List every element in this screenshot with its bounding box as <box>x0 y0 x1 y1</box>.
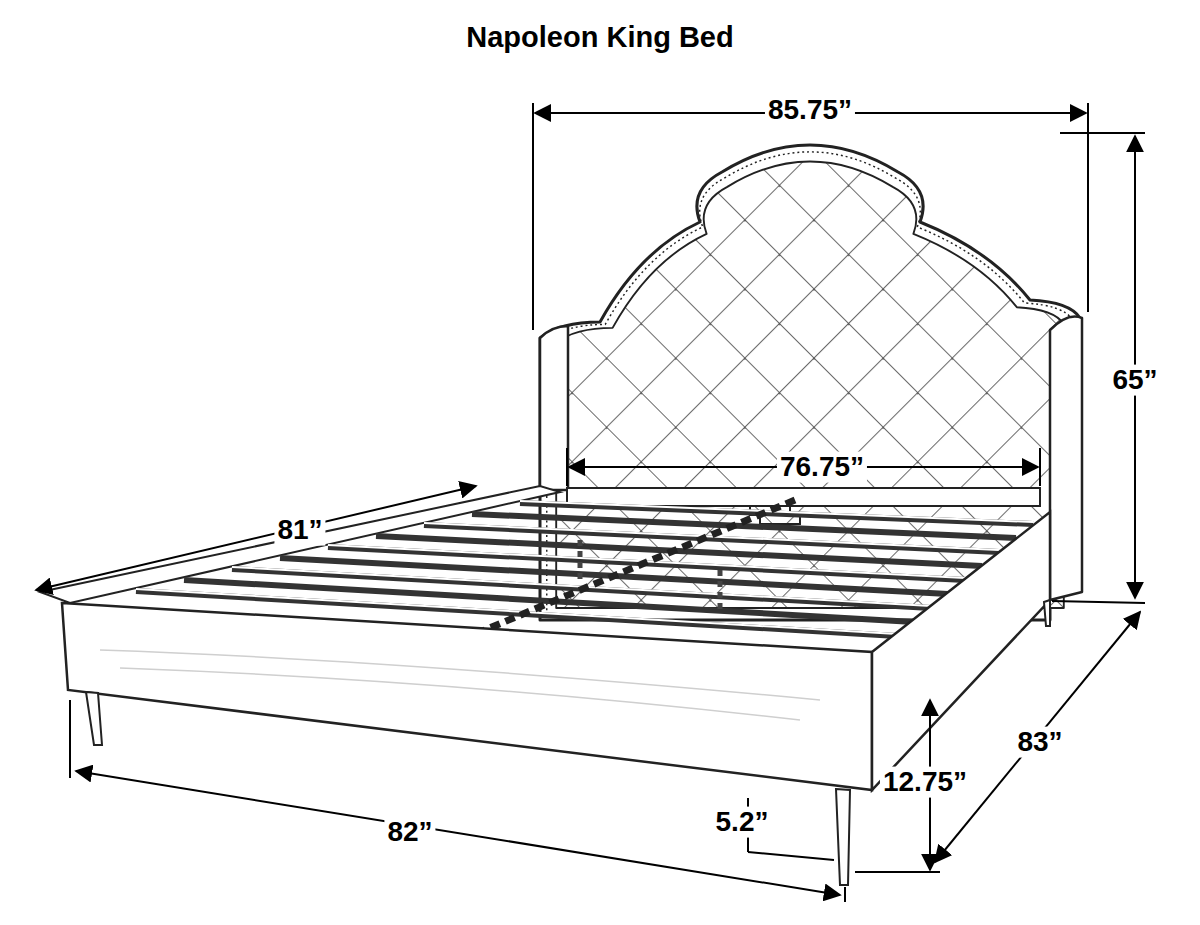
dimension-line <box>36 486 476 590</box>
rail-texture <box>100 650 820 720</box>
dimension-label: 81” <box>274 515 325 546</box>
extension-line <box>1052 601 1145 603</box>
extension-line <box>1060 132 1145 134</box>
dimension-label: 85.75” <box>765 95 855 126</box>
dimension-label: 5.2” <box>713 807 772 838</box>
slat <box>376 536 982 566</box>
extension-line <box>1087 103 1089 312</box>
extension-line <box>855 871 940 873</box>
bed-leg <box>1044 600 1050 626</box>
dimension-label: 82” <box>384 817 435 848</box>
extension-line <box>566 448 568 486</box>
dimension-line <box>76 771 840 895</box>
slat-edge <box>424 523 999 550</box>
slat-highlights <box>136 501 1033 634</box>
support-leg <box>580 540 720 610</box>
headboard-wing <box>540 326 568 490</box>
dimension-lines <box>36 103 1145 902</box>
title: Napoleon King Bed <box>466 22 733 54</box>
dimension-line <box>935 612 1140 862</box>
headboard-wing <box>1050 317 1082 601</box>
dimension-label: 65” <box>1109 365 1160 396</box>
bed-leg <box>86 692 102 745</box>
center-support <box>480 500 795 632</box>
dimension-label: 83” <box>1014 727 1065 758</box>
bed-leg <box>836 789 850 885</box>
extension-line <box>844 887 846 902</box>
head-rail <box>567 488 1040 506</box>
extension-line <box>1039 448 1041 486</box>
extension-line <box>748 852 834 860</box>
dimension-label: 12.75” <box>880 767 970 798</box>
dimension-label: 76.75” <box>777 452 867 483</box>
extension-line <box>69 700 71 778</box>
slat <box>424 525 999 552</box>
front-rail <box>62 603 872 790</box>
extension-line <box>532 103 534 330</box>
